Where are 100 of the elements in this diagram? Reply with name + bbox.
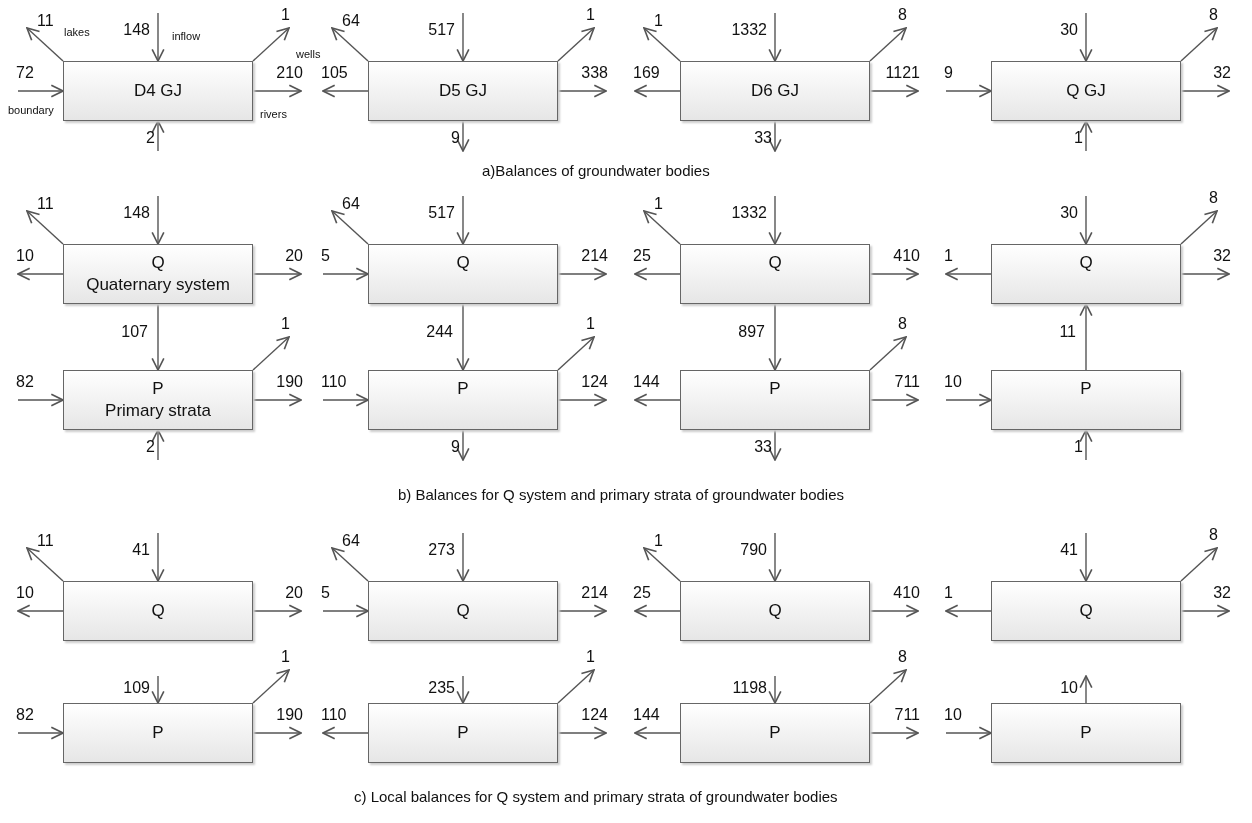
flow-value: 517	[428, 21, 455, 39]
flow-value: 1	[586, 6, 595, 24]
balance-box	[680, 581, 870, 641]
box-label: P	[769, 378, 781, 400]
arrow	[252, 393, 302, 407]
arrow	[456, 429, 470, 461]
box-label: Q	[768, 600, 782, 622]
arrow	[1079, 120, 1093, 152]
arrow	[1079, 12, 1093, 62]
flow-value: 1	[586, 315, 595, 333]
arrow	[869, 604, 919, 618]
flow-value: 1	[281, 315, 290, 333]
flow-value: 244	[426, 323, 453, 341]
arrow	[869, 726, 919, 740]
flow-value: 214	[581, 584, 608, 602]
arrow	[557, 726, 607, 740]
flow-value: 1	[654, 532, 663, 550]
arrow	[151, 675, 165, 704]
box-label: Q	[768, 252, 782, 274]
flow-value: 32	[1213, 584, 1231, 602]
box-label: Q	[1079, 600, 1093, 622]
arrow	[331, 547, 369, 582]
flow-value: 5	[321, 247, 330, 265]
flow-value: 110	[321, 373, 347, 391]
arrow	[768, 195, 782, 245]
flow-term: inflow	[172, 30, 201, 42]
arrow	[557, 84, 607, 98]
flow-value: 105	[321, 64, 348, 82]
flow-value: 1	[586, 648, 595, 666]
arrow	[151, 532, 165, 582]
arrow	[456, 120, 470, 152]
arrow	[322, 604, 369, 618]
flow-value: 169	[633, 64, 660, 82]
box-label: P	[457, 722, 469, 744]
arrow	[322, 393, 369, 407]
arrow	[768, 120, 782, 152]
flow-value: 9	[451, 129, 460, 147]
arrow	[634, 393, 681, 407]
flow-value: 10	[944, 373, 962, 391]
box-label: Q	[456, 600, 470, 622]
flow-value: 235	[428, 679, 455, 697]
flow-value: 517	[428, 204, 455, 222]
arrow	[322, 726, 369, 740]
box-label: P	[152, 722, 164, 744]
arrow	[643, 27, 681, 62]
arrow	[151, 195, 165, 245]
flow-value: 8	[1209, 526, 1218, 544]
arrow	[151, 120, 165, 152]
arrow	[331, 27, 369, 62]
flow-value: 1332	[731, 204, 767, 222]
arrow	[322, 84, 369, 98]
flow-value: 10	[16, 584, 34, 602]
arrow	[945, 393, 992, 407]
flow-value: 20	[285, 247, 303, 265]
balance-box	[368, 581, 558, 641]
balance-box	[680, 370, 870, 430]
box-label: P	[457, 378, 469, 400]
flow-value: 1	[1074, 438, 1083, 456]
balance-box	[991, 370, 1181, 430]
arrow	[557, 27, 595, 62]
balance-box	[63, 581, 253, 641]
arrow	[17, 604, 64, 618]
flow-value: 8	[898, 315, 907, 333]
arrow	[252, 27, 290, 62]
flow-value: 30	[1060, 21, 1078, 39]
flow-value: 5	[321, 584, 330, 602]
arrow	[26, 547, 64, 582]
arrow	[331, 210, 369, 245]
arrow	[869, 27, 907, 62]
arrow	[1079, 195, 1093, 245]
arrow	[26, 210, 64, 245]
arrow	[945, 726, 992, 740]
arrow	[869, 393, 919, 407]
arrow	[945, 604, 992, 618]
balance-box	[680, 61, 870, 121]
flow-value: 124	[581, 373, 608, 391]
arrow	[768, 675, 782, 704]
box-label: Primary strata	[105, 400, 211, 422]
arrow	[634, 726, 681, 740]
arrow	[252, 726, 302, 740]
box-label: Q	[151, 252, 165, 274]
flow-value: 1	[281, 648, 290, 666]
panel-caption: a)Balances of groundwater bodies	[482, 162, 710, 179]
balance-box	[368, 61, 558, 121]
arrow	[869, 84, 919, 98]
arrow	[17, 726, 64, 740]
balance-box	[991, 581, 1181, 641]
flow-value: 711	[894, 706, 920, 724]
flow-value: 1198	[732, 679, 767, 697]
flow-value: 897	[738, 323, 765, 341]
arrow	[252, 267, 302, 281]
arrow	[634, 84, 681, 98]
balance-box	[680, 703, 870, 763]
box-label: D5 GJ	[438, 80, 488, 102]
flow-value: 1	[281, 6, 290, 24]
box-label: Q GJ	[1066, 80, 1106, 102]
flow-value: 64	[342, 532, 360, 550]
box-label: Q	[1079, 252, 1093, 274]
arrow	[456, 303, 470, 371]
flow-value: 64	[342, 12, 360, 30]
